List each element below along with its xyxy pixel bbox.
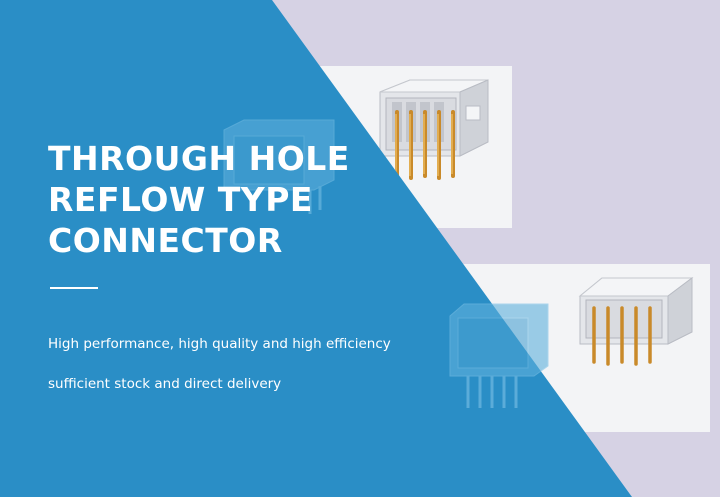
title-line: CONNECTOR: [48, 221, 283, 260]
connector-render-icon: [379, 79, 489, 180]
banner-title: THROUGH HOLE REFLOW TYPE CONNECTOR: [48, 138, 350, 261]
tagline-performance: High performance, high quality and high …: [48, 336, 391, 352]
title-line: THROUGH HOLE: [48, 139, 350, 178]
title-line: REFLOW TYPE: [48, 180, 313, 219]
title-divider: [50, 287, 98, 289]
connector-sideview-icon: [223, 119, 335, 214]
connector-render-icon: [578, 277, 694, 366]
tagline-delivery: sufficient stock and direct delivery: [48, 376, 282, 392]
connector-sideview-icon: [449, 303, 549, 408]
